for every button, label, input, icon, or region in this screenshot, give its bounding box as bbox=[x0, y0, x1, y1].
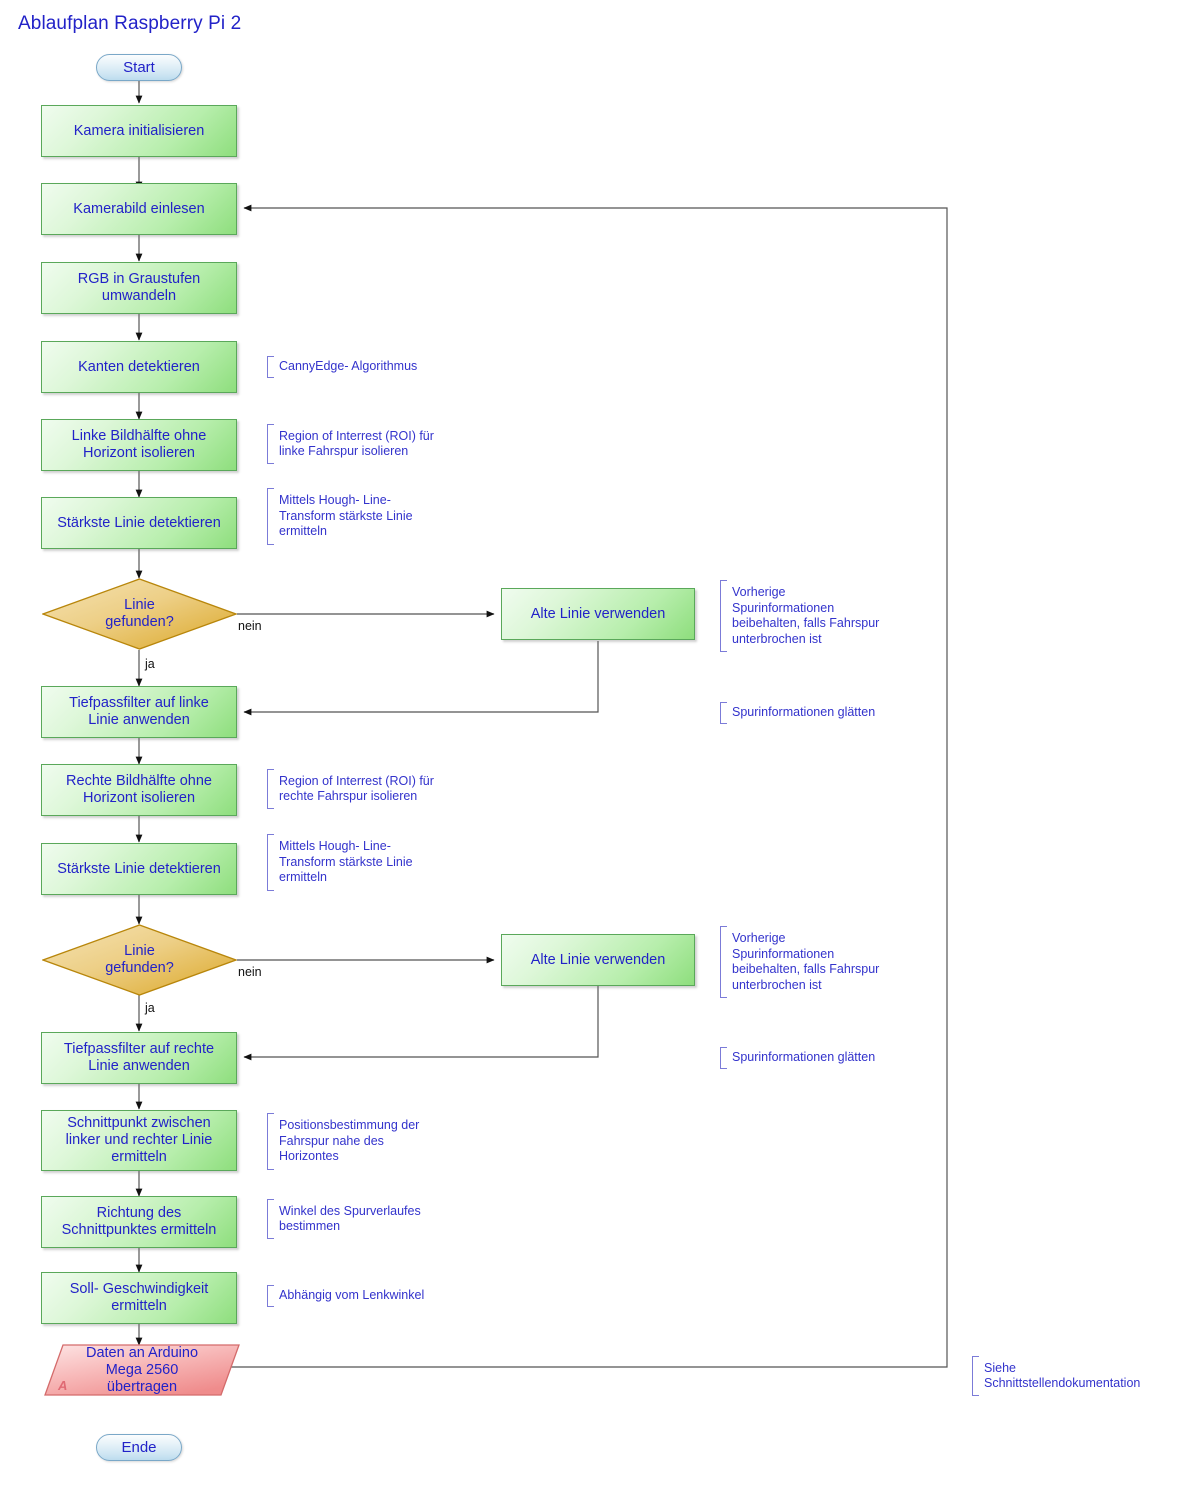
bracket-icon bbox=[267, 769, 274, 809]
node-daten-an-arduino-label: Daten an Arduino Mega 2560 übertragen bbox=[85, 1344, 199, 1395]
bracket-icon bbox=[720, 926, 727, 998]
node-tiefpassfilter-rechts[interactable]: Tiefpassfilter auf rechte Linie anwenden bbox=[41, 1032, 237, 1084]
edge-label-ja-links: ja bbox=[145, 657, 155, 671]
annotation-speed-text: Abhängig vom Lenkwinkel bbox=[279, 1288, 425, 1303]
node-alte-linie-verwenden-links-label: Alte Linie verwenden bbox=[530, 605, 666, 622]
annotation-roi-left: Region of Interrest (ROI) für linke Fahr… bbox=[267, 424, 434, 464]
node-kanten-detektieren-label: Kanten detektieren bbox=[78, 358, 200, 375]
edge-label-nein-rechts: nein bbox=[238, 965, 262, 979]
bracket-icon bbox=[720, 1047, 727, 1069]
node-schnittpunkt-ermitteln[interactable]: Schnittpunkt zwischen linker und rechter… bbox=[41, 1110, 237, 1171]
annotation-position: Positionsbestimmung der Fahrspur nahe de… bbox=[267, 1113, 419, 1170]
edge-label-ja-rechts: ja bbox=[145, 1001, 155, 1015]
diamond-shape bbox=[42, 924, 237, 996]
bracket-icon bbox=[267, 1199, 274, 1239]
annotation-speed: Abhängig vom Lenkwinkel bbox=[267, 1285, 424, 1307]
bracket-icon bbox=[972, 1356, 979, 1396]
node-tiefpassfilter-links[interactable]: Tiefpassfilter auf linke Linie anwenden bbox=[41, 686, 237, 738]
node-tiefpassfilter-rechts-label: Tiefpassfilter auf rechte Linie anwenden bbox=[63, 1041, 215, 1074]
node-alte-linie-verwenden-rechts-label: Alte Linie verwenden bbox=[530, 951, 666, 968]
annotation-smooth-left: Spurinformationen glätten bbox=[720, 702, 875, 724]
annotation-angle-text: Winkel des Spurverlaufes bestimmen bbox=[279, 1203, 421, 1234]
node-staerkste-linie-links[interactable]: Stärkste Linie detektieren bbox=[41, 497, 237, 549]
node-ende-label: Ende bbox=[121, 1439, 157, 1456]
annotation-position-text: Positionsbestimmung der Fahrspur nahe de… bbox=[279, 1118, 420, 1164]
bracket-icon bbox=[267, 356, 274, 378]
annotation-keep-right: Vorherige Spurinformationen beibehalten,… bbox=[720, 926, 879, 998]
annotation-angle: Winkel des Spurverlaufes bestimmen bbox=[267, 1199, 421, 1239]
node-richtung-ermitteln-label: Richtung des Schnittpunktes ermitteln bbox=[61, 1205, 217, 1238]
annotation-keep-left: Vorherige Spurinformationen beibehalten,… bbox=[720, 580, 879, 652]
diamond-shape bbox=[42, 578, 237, 650]
node-kamerabild-einlesen[interactable]: Kamerabild einlesen bbox=[41, 183, 237, 235]
annotation-hough-right-text: Mittels Hough- Line- Transform stärkste … bbox=[279, 839, 413, 885]
bracket-icon bbox=[267, 1113, 274, 1170]
bracket-icon bbox=[267, 488, 274, 545]
bracket-icon bbox=[720, 702, 727, 724]
annotation-keep-right-text: Vorherige Spurinformationen beibehalten,… bbox=[732, 931, 880, 992]
node-alte-linie-verwenden-rechts[interactable]: Alte Linie verwenden bbox=[501, 934, 695, 986]
node-start-label: Start bbox=[123, 59, 155, 76]
node-staerkste-linie-rechts-label: Stärkste Linie detektieren bbox=[57, 860, 221, 877]
node-start[interactable]: Start bbox=[96, 54, 182, 81]
node-soll-geschwindigkeit[interactable]: Soll- Geschwindigkeit ermitteln bbox=[41, 1272, 237, 1324]
bracket-icon bbox=[267, 424, 274, 464]
bracket-icon bbox=[267, 1285, 274, 1307]
node-richtung-ermitteln[interactable]: Richtung des Schnittpunktes ermitteln bbox=[41, 1196, 237, 1248]
node-tiefpassfilter-links-label: Tiefpassfilter auf linke Linie anwenden bbox=[69, 695, 209, 728]
annotation-hough-right: Mittels Hough- Line- Transform stärkste … bbox=[267, 834, 413, 891]
node-schnittpunkt-ermitteln-label: Schnittpunkt zwischen linker und rechter… bbox=[65, 1115, 213, 1165]
annotation-hough-left-text: Mittels Hough- Line- Transform stärkste … bbox=[279, 493, 413, 539]
annotation-smooth-right: Spurinformationen glätten bbox=[720, 1047, 875, 1069]
annotation-canny: CannyEdge- Algorithmus bbox=[267, 356, 417, 378]
edge-label-nein-links: nein bbox=[238, 619, 262, 633]
node-linke-bildhaelfte-label: Linke Bildhälfte ohne Horizont isolieren bbox=[71, 428, 207, 461]
page-title: Ablaufplan Raspberry Pi 2 bbox=[18, 13, 242, 34]
node-rechte-bildhaelfte-label: Rechte Bildhälfte ohne Horizont isoliere… bbox=[66, 773, 212, 806]
node-rgb-graustufen[interactable]: RGB in Graustufen umwandeln bbox=[41, 262, 237, 314]
node-daten-an-arduino-marker: A bbox=[58, 1378, 68, 1393]
node-kamera-initialisieren[interactable]: Kamera initialisieren bbox=[41, 105, 237, 157]
annotation-smooth-left-text: Spurinformationen glätten bbox=[732, 705, 876, 720]
parallelogram-shape bbox=[44, 1344, 240, 1396]
bracket-icon bbox=[720, 580, 727, 652]
node-kamerabild-einlesen-label: Kamerabild einlesen bbox=[73, 200, 205, 217]
node-soll-geschwindigkeit-label: Soll- Geschwindigkeit ermitteln bbox=[69, 1281, 209, 1314]
annotation-interface-text: Siehe Schnittstellendokumentation bbox=[984, 1360, 1141, 1391]
annotation-roi-right: Region of Interrest (ROI) für rechte Fah… bbox=[267, 769, 434, 809]
annotation-roi-left-text: Region of Interrest (ROI) für linke Fahr… bbox=[279, 428, 434, 459]
node-ende[interactable]: Ende bbox=[96, 1434, 182, 1461]
node-daten-an-arduino[interactable]: Daten an Arduino Mega 2560 übertragen A bbox=[44, 1344, 240, 1396]
node-rechte-bildhaelfte[interactable]: Rechte Bildhälfte ohne Horizont isoliere… bbox=[41, 764, 237, 816]
node-decision-linie-gefunden-links[interactable]: Linie gefunden? bbox=[42, 578, 237, 650]
node-linke-bildhaelfte[interactable]: Linke Bildhälfte ohne Horizont isolieren bbox=[41, 419, 237, 471]
annotation-hough-left: Mittels Hough- Line- Transform stärkste … bbox=[267, 488, 413, 545]
annotation-keep-left-text: Vorherige Spurinformationen beibehalten,… bbox=[732, 585, 880, 646]
annotation-roi-right-text: Region of Interrest (ROI) für rechte Fah… bbox=[279, 773, 434, 804]
node-kamera-initialisieren-label: Kamera initialisieren bbox=[73, 122, 205, 139]
node-staerkste-linie-links-label: Stärkste Linie detektieren bbox=[57, 514, 221, 531]
annotation-interface: Siehe Schnittstellendokumentation bbox=[972, 1356, 1140, 1396]
annotation-smooth-right-text: Spurinformationen glätten bbox=[732, 1050, 876, 1065]
bracket-icon bbox=[267, 834, 274, 891]
node-rgb-graustufen-label: RGB in Graustufen umwandeln bbox=[77, 271, 201, 304]
node-staerkste-linie-rechts[interactable]: Stärkste Linie detektieren bbox=[41, 843, 237, 895]
annotation-canny-text: CannyEdge- Algorithmus bbox=[279, 359, 418, 374]
node-alte-linie-verwenden-links[interactable]: Alte Linie verwenden bbox=[501, 588, 695, 640]
node-kanten-detektieren[interactable]: Kanten detektieren bbox=[41, 341, 237, 393]
node-decision-linie-gefunden-rechts[interactable]: Linie gefunden? bbox=[42, 924, 237, 996]
